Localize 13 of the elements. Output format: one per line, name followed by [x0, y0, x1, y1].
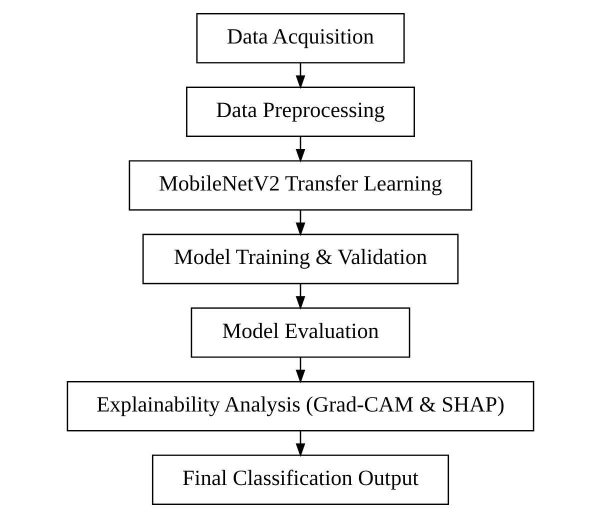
arrow	[295, 284, 305, 310]
node-box: Model Evaluation	[190, 307, 410, 358]
node-box: Explainability Analysis (Grad-CAM & SHAP)	[66, 380, 534, 432]
arrow	[295, 136, 305, 163]
node-box: Final Classification Output	[151, 454, 449, 505]
arrow	[295, 357, 305, 384]
arrow	[295, 62, 305, 90]
node-box: Data Preprocessing	[186, 86, 414, 138]
node-box: Data Acquisition	[196, 13, 404, 64]
node-box: MobileNetV2 Transfer Learning	[128, 160, 472, 211]
arrow	[295, 430, 305, 457]
node-box: Model Training & Validation	[142, 234, 458, 284]
arrow	[295, 210, 305, 236]
